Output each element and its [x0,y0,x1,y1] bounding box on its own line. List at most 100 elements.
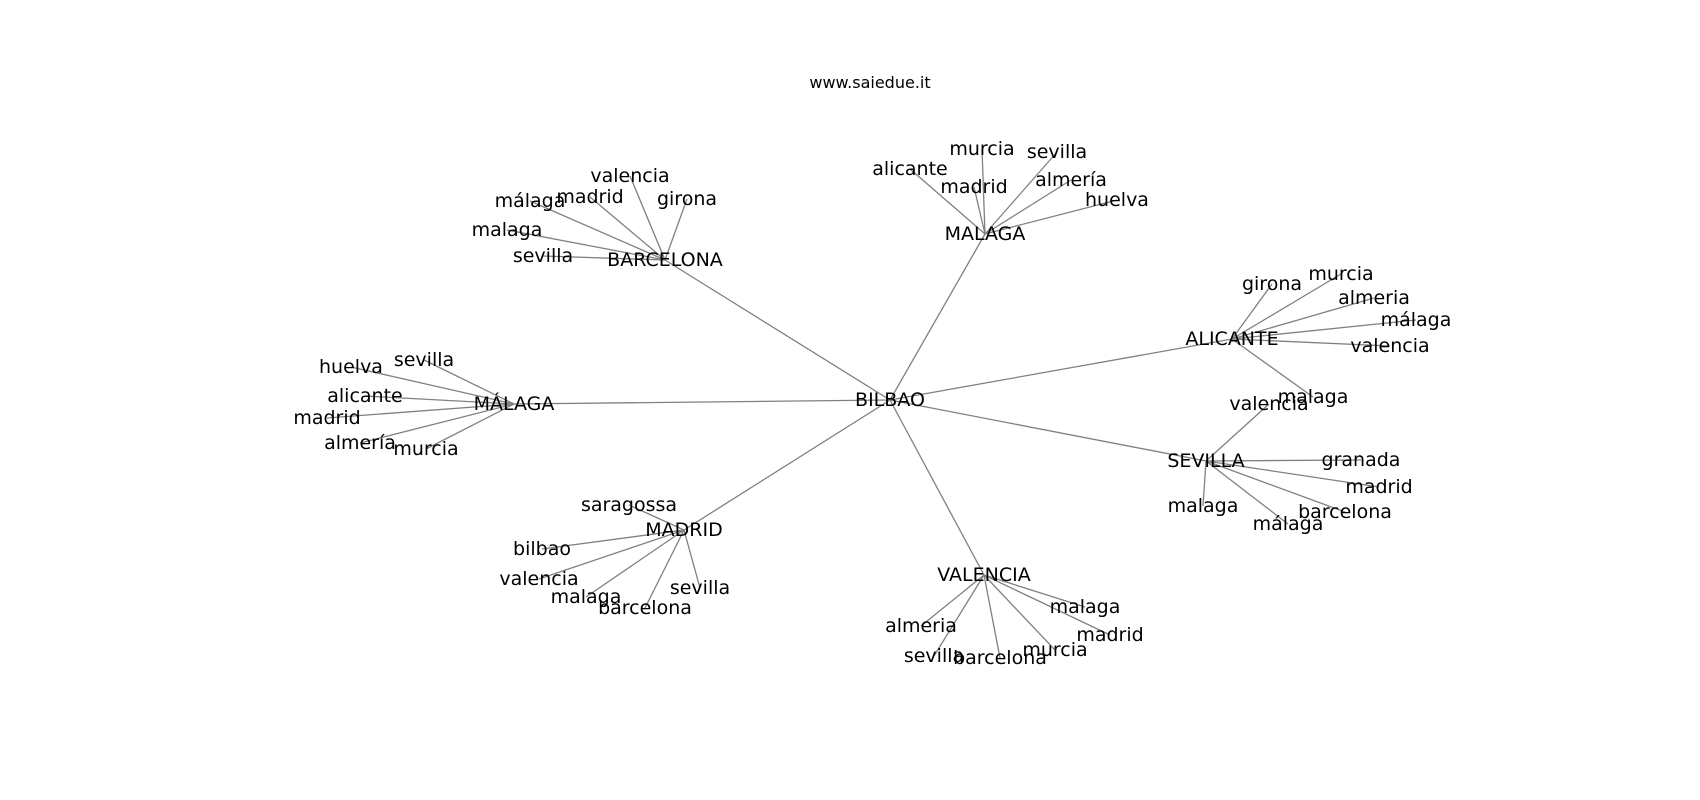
edge-valencia-malaga [983,574,1086,608]
leaf-node-valencia-madrid: madrid [1076,624,1143,646]
edge-malaga-huelva [984,199,1118,235]
edge-sevilla-malaga [1202,460,1207,507]
edge-malaga-murcia [981,148,986,235]
edge-valencia-almeria [920,574,985,627]
edge-sevilla-barcelona [1205,460,1346,513]
leaf-node-sevilla-granada: granada [1322,449,1401,471]
leaf-node-sevilla-malaga: malaga [1168,495,1239,517]
leaf-node-alicante-almeria: almeria [1338,287,1410,309]
leaf-node-valencia-almeria: almeria [885,615,957,637]
edge-barcelona-sevilla [542,255,666,261]
edge-barcelona-valencia [629,175,666,261]
edge-madrid-sevilla [683,529,701,589]
edge-malaga-alicante [364,395,515,405]
edge-sevilla-granada [1205,459,1362,462]
leaf-node-barcelona-malaga: malaga [472,219,543,241]
site-title: www.saiedue.it [809,73,930,92]
leaf-node-malaga-huelva: huelva [319,356,383,378]
leaf-node-madrid-valencia: valencia [499,568,578,590]
edge-root-malaga [513,399,891,405]
leaf-node-malaga-murcia: murcia [949,138,1014,160]
edge-root-valencia [889,399,985,576]
edge-barcelona-malaga [529,200,666,261]
edge-sevilla-madrid [1205,460,1380,488]
leaf-node-malaga-madrid: madrid [293,407,360,429]
hub-node-malaga: MÁLAGA [474,392,555,415]
edge-malaga-almeria [984,179,1072,235]
root-node-label: BILBAO [855,389,925,411]
edge-alicante-malaga [1231,338,1314,398]
leaf-node-malaga-murcia: murcia [393,438,458,460]
leaf-node-sevilla-malaga: málaga [1253,513,1324,535]
leaf-node-barcelona-valencia: valencia [590,165,669,187]
leaf-node-malaga-sevilla: sevilla [1027,141,1087,163]
edge-madrid-malaga [585,529,685,598]
edge-madrid-bilbao [541,529,685,550]
edge-root-barcelona [664,259,891,401]
leaf-node-sevilla-valencia: valencia [1229,393,1308,415]
edge-sevilla-valencia [1205,403,1270,462]
leaf-node-sevilla-madrid: madrid [1345,476,1412,498]
leaf-node-alicante-malaga: malaga [1278,386,1349,408]
edge-malaga-madrid [973,186,986,235]
edge-alicante-girona [1231,283,1273,340]
edge-alicante-valencia [1231,338,1391,347]
hub-node-madrid: MADRID [645,519,722,541]
leaf-node-barcelona-madrid: madrid [556,186,623,208]
edge-malaga-madrid [326,403,515,419]
edge-malaga-alicante [909,168,986,235]
edge-sevilla-malaga [1205,460,1289,525]
leaf-node-alicante-girona: girona [1242,273,1302,295]
leaf-node-madrid-malaga: malaga [551,586,622,608]
edge-barcelona-madrid [589,196,666,261]
edge-madrid-valencia [538,529,685,580]
leaf-node-sevilla-barcelona: barcelona [1298,501,1392,523]
leaf-node-madrid-bilbao: bilbao [513,538,571,560]
edge-alicante-almeria [1231,297,1375,340]
edge-malaga-sevilla [423,359,515,405]
leaf-node-barcelona-girona: girona [657,188,717,210]
leaf-node-malaga-alicante: alicante [872,158,947,180]
leaf-node-malaga-alicante: alicante [327,385,402,407]
edge-root-sevilla [889,399,1207,462]
leaf-node-valencia-malaga: malaga [1050,596,1121,618]
edge-malaga-huelva [350,366,515,405]
hub-node-malaga: MALAGA [945,223,1026,245]
leaf-node-madrid-saragossa: saragossa [581,494,677,516]
edge-valencia-murcia [983,574,1056,651]
edge-madrid-saragossa [628,504,685,531]
leaf-node-malaga-almeria: almería [324,432,396,454]
leaf-node-madrid-barcelona: barcelona [598,597,692,619]
leaf-node-alicante-malaga: málaga [1381,309,1452,331]
edge-barcelona-girona [664,198,688,261]
edge-valencia-barcelona [983,574,1001,659]
edge-malaga-murcia [425,403,515,450]
leaf-node-malaga-madrid: madrid [940,176,1007,198]
edge-malaga-almeria [359,403,515,444]
edge-alicante-murcia [1231,273,1342,340]
edge-madrid-barcelona [644,529,685,609]
leaf-node-malaga-almeria: almería [1035,169,1107,191]
leaf-node-barcelona-malaga: málaga [495,190,566,212]
leaf-node-madrid-sevilla: sevilla [670,577,730,599]
edge-valencia-sevilla [933,574,985,657]
hub-node-alicante: ALICANTE [1185,328,1278,350]
hub-node-barcelona: BARCELONA [607,249,723,271]
edge-malaga-sevilla [984,151,1058,235]
edge-barcelona-malaga [506,229,666,261]
leaf-node-alicante-murcia: murcia [1308,263,1373,285]
edge-root-alicante [889,338,1233,401]
hub-node-valencia: VALENCIA [937,564,1030,586]
edge-alicante-malaga [1231,319,1417,340]
leaf-node-valencia-barcelona: barcelona [953,647,1047,669]
leaf-node-valencia-murcia: murcia [1022,639,1087,661]
leaf-node-malaga-sevilla: sevilla [394,349,454,371]
leaf-node-barcelona-sevilla: sevilla [513,245,573,267]
hub-node-sevilla: SEVILLA [1167,450,1244,472]
edges-layer [326,148,1417,659]
edge-root-madrid [683,399,891,531]
leaf-node-valencia-sevilla: sevilla [904,645,964,667]
leaf-node-malaga-huelva: huelva [1085,189,1149,211]
